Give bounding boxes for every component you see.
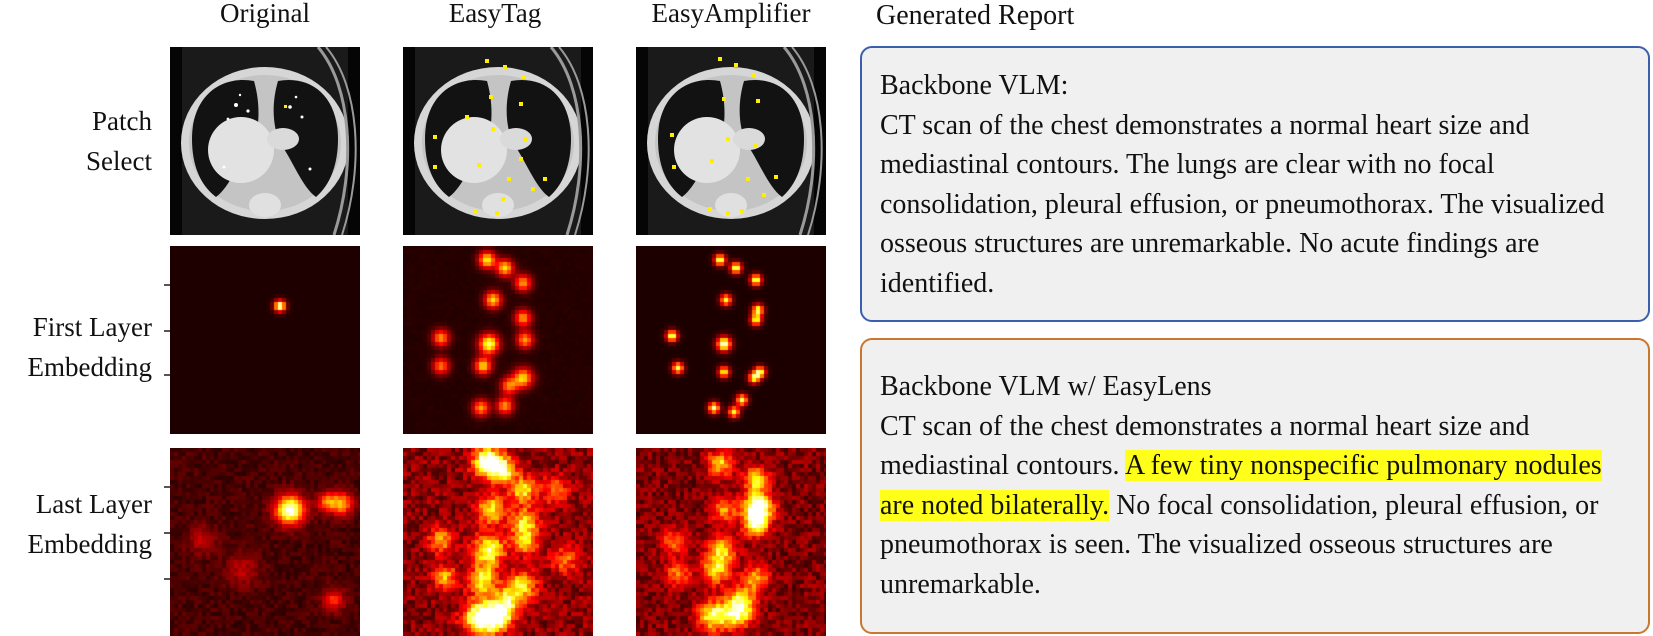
first-layer-heatmap-easytag bbox=[403, 246, 593, 434]
ct-image-original bbox=[170, 47, 360, 235]
ct-slice bbox=[636, 47, 826, 235]
heatmap-canvas bbox=[170, 448, 360, 636]
column-header-easyamplifier: EasyAmplifier bbox=[651, 0, 811, 28]
row-label-line: Patch bbox=[92, 106, 152, 136]
axis-tick bbox=[164, 486, 170, 488]
easylens-report-box: Backbone VLM w/ EasyLens CT scan of the … bbox=[860, 338, 1650, 634]
ct-slice bbox=[403, 47, 593, 235]
heatmap-canvas bbox=[170, 246, 360, 434]
row-label-line: Embedding bbox=[27, 529, 152, 559]
axis-tick bbox=[164, 284, 170, 286]
first-layer-heatmap-easyamplifier bbox=[636, 246, 826, 434]
axis-tick bbox=[164, 578, 170, 580]
ct-slice bbox=[170, 47, 360, 235]
last-layer-heatmap-easytag bbox=[403, 448, 593, 636]
row-label-last-layer: Last Layer Embedding bbox=[0, 484, 152, 564]
heatmap-canvas bbox=[403, 448, 593, 636]
last-layer-heatmap-original bbox=[170, 448, 360, 636]
baseline-report-text: CT scan of the chest demonstrates a norm… bbox=[880, 109, 1605, 299]
easylens-text-after: No focal consolidation, pleural effusion… bbox=[880, 489, 1599, 600]
row-label-line: Last Layer bbox=[35, 489, 152, 519]
column-header-easytag: EasyTag bbox=[448, 0, 542, 28]
heatmap-canvas bbox=[403, 246, 593, 434]
first-layer-heatmap-original bbox=[170, 246, 360, 434]
row-label-line: Embedding bbox=[27, 352, 152, 382]
axis-tick bbox=[164, 374, 170, 376]
axis-tick bbox=[164, 532, 170, 534]
row-label-line: First Layer bbox=[32, 312, 152, 342]
report-title: Generated Report bbox=[876, 0, 1075, 31]
baseline-report-box: Backbone VLM: CT scan of the chest demon… bbox=[860, 46, 1650, 322]
column-header-original: Original bbox=[220, 0, 310, 28]
row-label-first-layer: First Layer Embedding bbox=[0, 307, 152, 387]
easylens-report-heading: Backbone VLM w/ EasyLens bbox=[880, 371, 1212, 402]
ct-image-easytag bbox=[403, 47, 593, 235]
heatmap-canvas bbox=[636, 246, 826, 434]
last-layer-heatmap-easyamplifier bbox=[636, 448, 826, 636]
easylens-text-before: CT scan of the chest demonstrates a norm… bbox=[880, 410, 1530, 482]
ct-image-easyamplifier bbox=[636, 47, 826, 235]
heatmap-canvas bbox=[636, 448, 826, 636]
row-label-patch-select: Patch Select bbox=[0, 101, 152, 181]
row-label-line: Select bbox=[86, 146, 152, 176]
axis-tick bbox=[164, 330, 170, 332]
easylens-report-text: CT scan of the chest demonstrates a norm… bbox=[880, 407, 1630, 605]
baseline-report-heading: Backbone VLM: bbox=[880, 70, 1069, 101]
